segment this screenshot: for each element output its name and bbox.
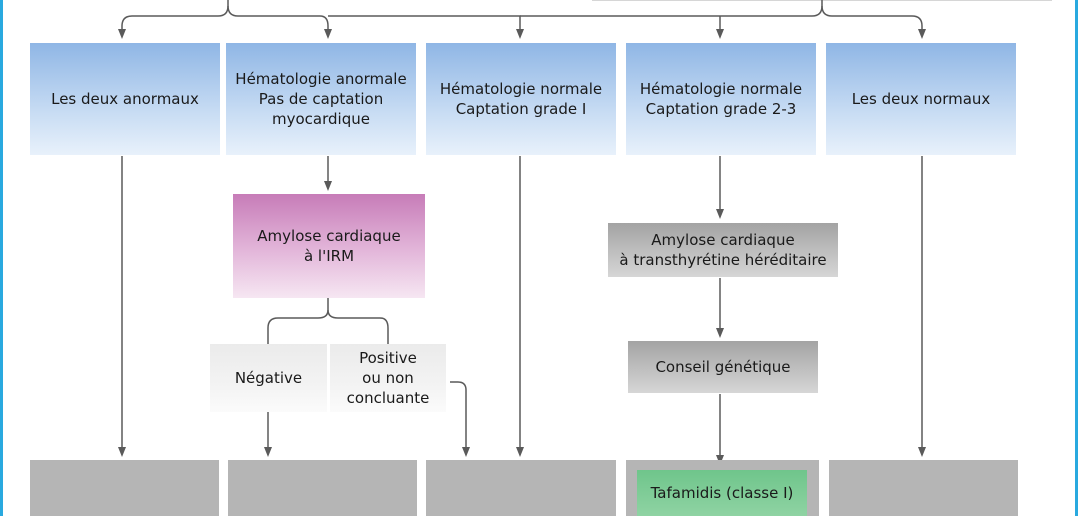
bottom-box-2 <box>228 460 417 516</box>
bottom-box-5 <box>829 460 1018 516</box>
bottom-box-1 <box>30 460 219 516</box>
box-les-deux-normaux: Les deux normaux <box>826 43 1016 155</box>
box-positive-ou-non-concluante: Positive ou non concluante <box>330 344 446 412</box>
bottom-box-3 <box>426 460 616 516</box>
top-bracket-left <box>118 0 229 39</box>
arrow-positive <box>450 381 470 457</box>
top-bracket-right <box>520 0 823 17</box>
box-hematologie-anormale: Hématologie anormale Pas de captation my… <box>226 43 416 155</box>
box-conseil-genetique: Conseil génétique <box>628 341 818 393</box>
bracket-irm <box>267 298 329 344</box>
box-negative: Négative <box>210 344 327 412</box>
box-tafamidis: Tafamidis (classe I) <box>637 470 807 516</box>
box-amylose-irm: Amylose cardiaque à l'IRM <box>233 194 425 298</box>
box-captation-grade-1: Hématologie normale Captation grade I <box>426 43 616 155</box>
box-les-deux-anormaux: Les deux anormaux <box>30 43 220 155</box>
box-captation-grade-2-3: Hématologie normale Captation grade 2-3 <box>626 43 816 155</box>
box-amylose-ttr-hereditaire: Amylose cardiaque à transthyrétine héréd… <box>608 223 838 277</box>
